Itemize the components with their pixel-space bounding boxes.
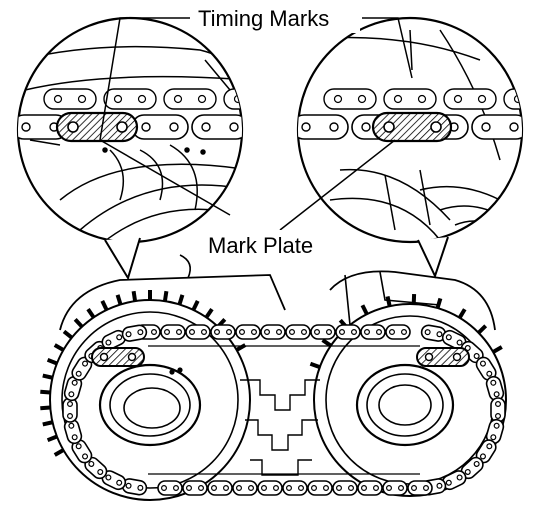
sprocket-tooth	[40, 392, 50, 393]
right-mark-plate	[373, 113, 451, 141]
sprocket-tooth	[362, 305, 366, 314]
sprocket-tooth	[118, 295, 121, 305]
sprocket-tooth	[55, 345, 64, 350]
sprocket-tooth	[388, 296, 390, 306]
chain-link	[336, 325, 360, 339]
left-magnifier-pointer	[105, 238, 140, 278]
magnified-chain-link	[44, 89, 96, 109]
chain-link	[358, 481, 382, 495]
magnified-chain-link	[472, 115, 528, 139]
sprocket-tooth	[165, 291, 166, 301]
sprocket-tooth	[460, 309, 465, 318]
sprocket-tooth	[206, 309, 212, 317]
sprocket-tooth	[179, 295, 182, 305]
chain-link	[186, 325, 210, 339]
chain-link	[386, 325, 410, 339]
sprocket-tooth	[88, 309, 94, 317]
magnified-chain-link	[444, 89, 496, 109]
magnified-chain-link	[104, 89, 156, 109]
chain-link	[158, 481, 182, 495]
chain-link	[311, 325, 335, 339]
lower-mark-plate-right	[417, 348, 469, 366]
sprocket-tooth	[75, 319, 82, 326]
sprocket-tooth	[55, 450, 64, 455]
magnified-chain-link	[324, 89, 376, 109]
chain-link	[283, 481, 307, 495]
sprocket-tooth	[479, 326, 486, 333]
chain-link	[333, 481, 357, 495]
sprocket-tooth	[102, 301, 106, 310]
magnified-chain-link	[224, 89, 276, 109]
chain-link	[408, 481, 432, 495]
chain-link	[261, 325, 285, 339]
sprocket-tooth	[43, 422, 53, 424]
sprocket-tooth	[134, 291, 135, 301]
chain-link	[208, 481, 232, 495]
chain-link	[361, 325, 385, 339]
chain-link	[383, 481, 407, 495]
sprocket-tooth	[438, 298, 441, 308]
chain-link	[161, 325, 185, 339]
magnified-chain-link	[132, 115, 188, 139]
magnified-chain-link	[192, 115, 248, 139]
sprocket-tooth	[493, 347, 502, 352]
chain-link	[63, 398, 77, 422]
magnified-chain-link	[384, 89, 436, 109]
lower-mark-plate-left	[92, 348, 144, 366]
magnified-chain-link	[164, 89, 216, 109]
center-gear-teeth	[240, 380, 320, 475]
left-mark-plate	[57, 113, 137, 141]
sprocket-tooth	[310, 364, 319, 367]
chain-link	[286, 325, 310, 339]
chain-link	[491, 398, 505, 422]
sprocket-tooth	[48, 437, 57, 441]
sprocket-tooth	[193, 301, 197, 310]
right-magnifier-pointer	[418, 237, 448, 276]
chain-link	[236, 325, 260, 339]
chain-link	[211, 325, 235, 339]
mark-plate-label: Mark Plate	[208, 233, 313, 258]
timing-marks-label: Timing Marks	[198, 6, 329, 31]
sprocket-tooth	[323, 340, 331, 346]
sprocket-tooth	[64, 331, 72, 337]
magnified-chain-link	[532, 115, 560, 139]
chain-link	[233, 481, 257, 495]
chain-link	[258, 481, 282, 495]
lower-engine-assembly	[40, 255, 506, 500]
magnified-chain-link	[504, 89, 556, 109]
chain-link	[183, 481, 207, 495]
sprocket-tooth	[40, 407, 50, 408]
chain-link	[308, 481, 332, 495]
sprocket-tooth	[43, 376, 53, 378]
magnified-chain-link	[292, 115, 348, 139]
sprocket-tooth	[48, 360, 57, 364]
